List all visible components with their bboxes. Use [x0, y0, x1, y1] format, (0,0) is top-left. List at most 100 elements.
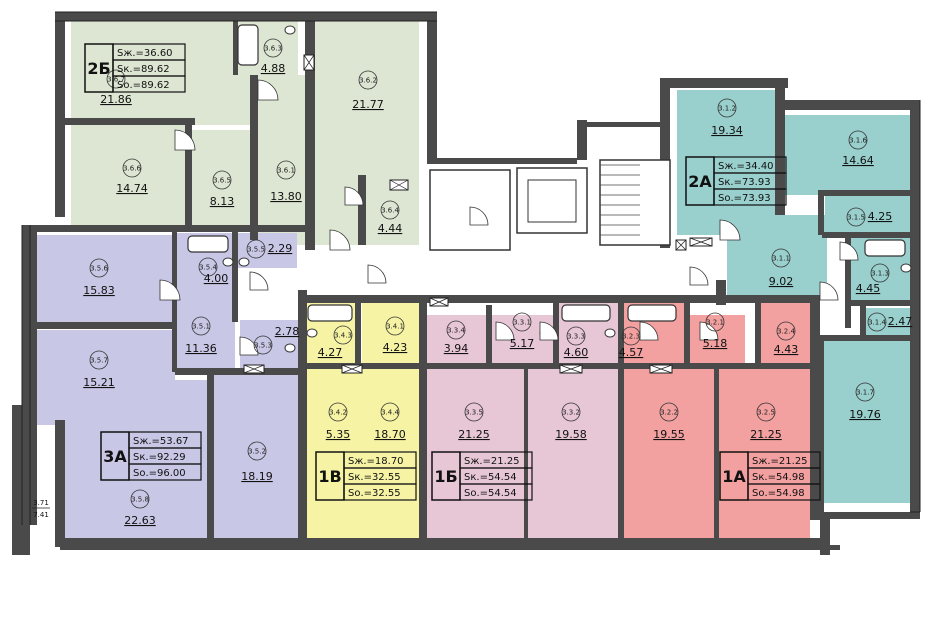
wall-segment [207, 368, 214, 543]
room-g5: 3.6.58.13 [210, 170, 234, 208]
room-area: 2.29 [268, 242, 293, 255]
wall-segment [232, 232, 238, 322]
room-number: 3.6.6 [123, 165, 141, 173]
stairwell [599, 159, 671, 246]
toilet [284, 25, 296, 35]
room-number-circle [263, 38, 283, 58]
wall-segment [785, 100, 920, 110]
room-g1: 3.6.7 21.86 [100, 69, 132, 106]
room-r4: 3.2.219.55 [653, 402, 685, 441]
room-area: 18.19 [241, 470, 273, 483]
room-number-circle [717, 98, 737, 118]
room-g6: 3.6.113.80 [270, 160, 302, 203]
apartment-area-cell [747, 483, 821, 501]
door-swing [159, 279, 181, 301]
room-number-circle [846, 207, 866, 227]
apartment-labels: 2БSж.=36.60Sк.=89.62Sо.=89.622АSж.=34.40… [84, 43, 821, 501]
room-area: 21.86 [100, 93, 132, 106]
room-area: 15.21 [83, 376, 115, 389]
apartment-area-cell [343, 483, 417, 501]
room-y4: 3.4.418.70 [374, 402, 406, 441]
room-area: 4.27 [318, 346, 343, 359]
room-l1: 3.5.615.83 [83, 258, 115, 297]
room-number: 3.6.3 [264, 45, 282, 53]
room-fill-g4 [71, 125, 191, 225]
door-swing [689, 266, 709, 286]
room-l2: 3.5.44.00 [198, 257, 228, 285]
room-number: 3.1.2 [718, 105, 736, 113]
room-number: 3.5.7 [90, 357, 108, 365]
room-number: 3.2.4 [777, 328, 795, 336]
wall-segment [65, 118, 195, 125]
door-swing [539, 321, 559, 341]
room-number-circle [867, 312, 887, 332]
vent-cross [689, 237, 713, 247]
wall-segment [775, 85, 785, 215]
room-number: 3.6.7 [107, 76, 125, 84]
room-number: 3.4.4 [381, 409, 399, 417]
room-g3: 3.6.2 21.77 [352, 70, 384, 111]
wall-segment [486, 305, 492, 365]
room-fill-g5 [191, 130, 251, 225]
room-number: 3.4.2 [329, 409, 347, 417]
wall-segment [12, 405, 30, 555]
room-number-circle [380, 402, 400, 422]
room-labels: 3.6.721.863.6.34.883.6.221.773.6.614.743… [83, 38, 913, 527]
room-number-circle [106, 69, 126, 89]
room-t4: 3.1.19.02 [769, 248, 793, 288]
wall-segment [618, 295, 624, 545]
room-number-circle [191, 316, 211, 336]
wall-segment [810, 295, 820, 520]
room-area: 21.77 [352, 98, 384, 111]
wall-segment [755, 303, 761, 365]
toilet [900, 263, 912, 273]
room-g2: 3.6.34.88 [261, 38, 285, 75]
room-fill-t6 [865, 308, 911, 338]
room-number-circle [253, 335, 273, 355]
wall-segment [818, 335, 913, 341]
wall-segment [818, 335, 824, 515]
room-number: 3.6.2 [359, 77, 377, 85]
elevator-cabin [527, 179, 577, 223]
room-number-circle [333, 325, 353, 345]
room-number-circle [328, 402, 348, 422]
room-area: 4.43 [774, 343, 799, 356]
room-area: 2.78 [275, 325, 300, 338]
room-y3: 3.4.25.35 [326, 402, 350, 441]
room-number: 3.2.2 [660, 409, 678, 417]
apartment-area-value: Sк.=89.62 [117, 64, 170, 75]
room-fill-l5 [175, 290, 235, 370]
room-area: 2.47 [888, 315, 913, 328]
room-number: 3.2.5 [757, 409, 775, 417]
wall-segment [419, 295, 427, 545]
apartment-area-value: Sк.=54.98 [752, 472, 805, 483]
wall-segment [298, 290, 307, 548]
room-number: 3.1.3 [871, 270, 889, 278]
room-p2: 3.3.15.17 [510, 312, 534, 350]
room-number: 3.1.6 [849, 137, 867, 145]
apartment-area-value: Sж.=34.40 [718, 161, 774, 172]
room-l6: 3.5.32.78 [253, 325, 300, 355]
wall-segment [810, 512, 920, 519]
room-fill-l7 [60, 380, 210, 540]
wall-segment [910, 100, 920, 512]
room-fill-r3 [760, 303, 810, 365]
toilet [284, 343, 296, 353]
room-l5: 3.5.111.36 [185, 316, 217, 355]
room-number: 3.3.4 [447, 327, 465, 335]
room-number-circle [198, 257, 218, 277]
room-number: 3.5.3 [254, 342, 272, 350]
toilet [306, 328, 318, 338]
bathtub [561, 304, 611, 322]
wall-segment [185, 125, 192, 225]
wall-segment [848, 300, 913, 306]
room-number-circle [130, 489, 150, 509]
apartment-area-value: Sж.=21.25 [464, 456, 520, 467]
room-number-circle [276, 160, 296, 180]
room-fill-r4 [622, 365, 717, 540]
apartment-area-value: Sж.=36.60 [117, 48, 173, 59]
door-swing [819, 281, 839, 301]
apartment-area-value: Sж.=53.67 [133, 436, 189, 447]
